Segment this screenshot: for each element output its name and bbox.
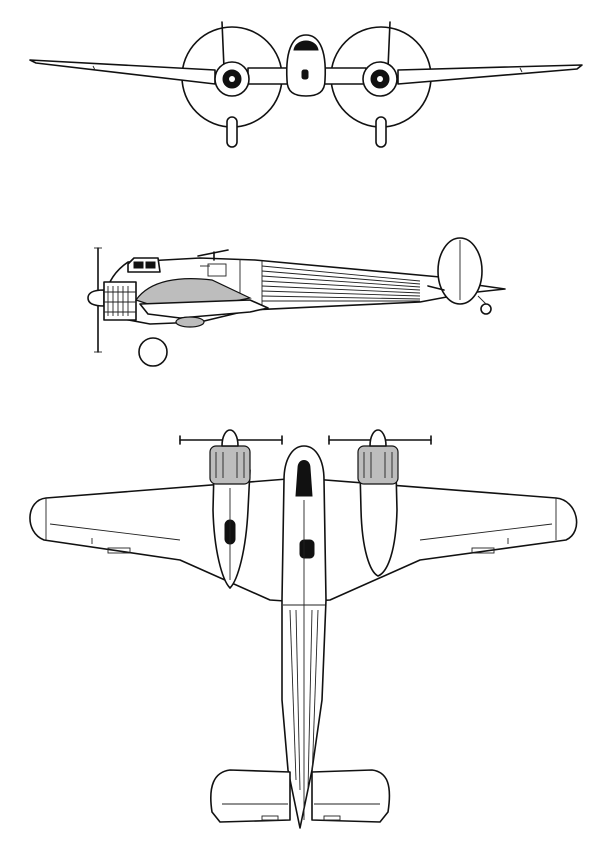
side-view	[87, 237, 506, 367]
right-wing-front	[397, 64, 583, 85]
left-landing-gear-front	[226, 116, 238, 148]
left-fin-front	[221, 21, 225, 69]
nose-cone-side	[87, 289, 105, 307]
main-wheel-side	[175, 316, 205, 328]
front-view	[29, 21, 583, 148]
left-wing-front	[29, 59, 216, 85]
fuselage-stringers-top	[289, 609, 319, 791]
tailplane-top	[210, 769, 291, 823]
cowling-vents	[104, 286, 136, 316]
right-fin-front	[387, 21, 391, 69]
cockpit-glazing-top	[295, 460, 313, 497]
propeller-reference-circle	[138, 337, 168, 367]
left-engine-cylinders	[215, 452, 245, 478]
top-view	[29, 429, 578, 829]
fuselage-stringers	[239, 259, 421, 305]
right-spinner-top	[369, 429, 387, 447]
engine-cowling-side	[103, 281, 137, 321]
right-engine-cylinders	[363, 452, 393, 478]
left-spinner-top	[221, 429, 239, 447]
tailplane-top-right	[311, 769, 391, 823]
right-landing-gear-front	[375, 116, 387, 148]
wing-side	[139, 299, 269, 319]
tail-wheel-side	[480, 303, 492, 315]
right-nacelle-top	[359, 469, 398, 577]
cockpit-canopy-front	[293, 40, 319, 51]
